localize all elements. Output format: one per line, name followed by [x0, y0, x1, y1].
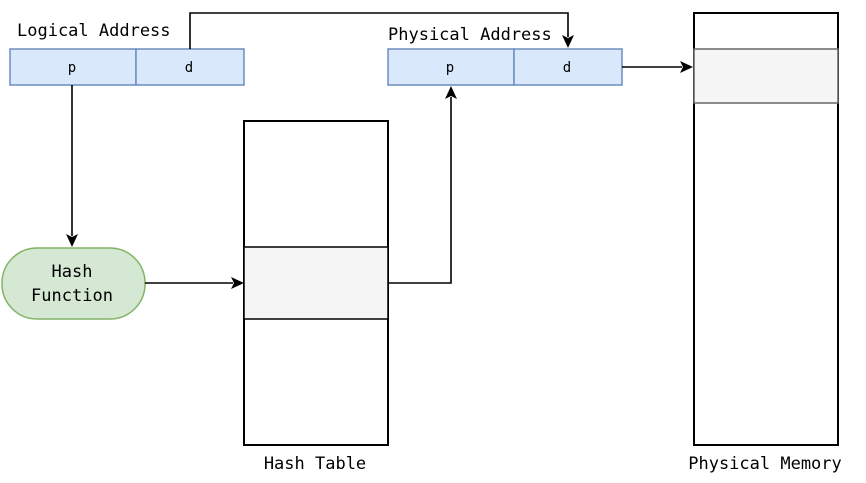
physical-address: Physical Address p d — [387, 25, 623, 86]
logical-offset-text: d — [185, 60, 193, 76]
hash-function-shape — [1, 247, 146, 320]
physical-frame-text: p — [446, 60, 454, 76]
arrowhead-memory — [680, 61, 693, 73]
edge-offset-copy — [189, 12, 569, 49]
logical-offset-cell — [135, 48, 245, 86]
hash-function: Hash Function — [1, 247, 146, 320]
logical-page-text: p — [68, 60, 76, 76]
hash-function-label-2: Function — [31, 286, 113, 306]
arrowhead-hash-table — [231, 277, 244, 289]
logical-address-label: Logical Address — [17, 21, 171, 41]
physical-frame-cell — [387, 48, 515, 86]
hash-table: Hash Table — [243, 120, 389, 474]
arrowhead-physical-frame — [445, 86, 457, 99]
hash-function-label-1: Hash — [52, 262, 93, 282]
physical-memory-frame — [693, 48, 839, 104]
logical-page-cell — [9, 48, 137, 86]
arrowhead-physical-offset — [562, 35, 574, 48]
edge-table-to-frame — [388, 97, 452, 284]
hash-table-entry — [243, 246, 389, 320]
physical-memory-label: Physical Memory — [688, 454, 842, 474]
physical-memory: Physical Memory — [688, 12, 842, 474]
edges — [66, 12, 693, 289]
logical-address: Logical Address p d — [9, 21, 245, 86]
arrowhead-hash-function — [66, 234, 78, 247]
hash-table-label: Hash Table — [264, 454, 366, 474]
physical-offset-text: d — [563, 60, 571, 76]
physical-address-label: Physical Address — [388, 25, 552, 45]
